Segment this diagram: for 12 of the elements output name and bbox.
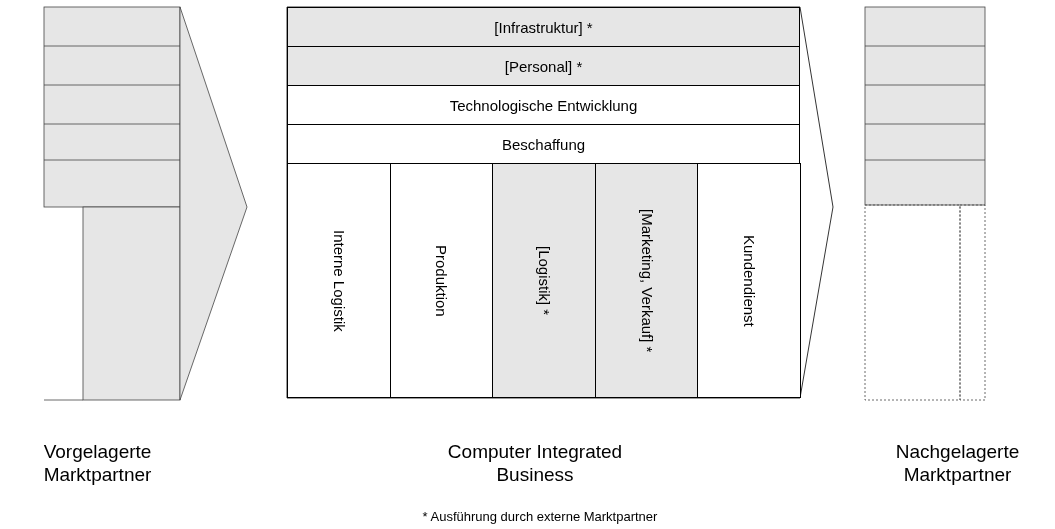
primary-activity-column: Interne Logistik	[287, 163, 391, 398]
primary-activity-column: Kundendienst	[697, 163, 801, 398]
support-activity-bar: [Infrastruktur] *	[287, 7, 800, 47]
footnote: * Ausführung durch externe Marktpartner	[421, 508, 659, 526]
support-activity-bar: Technologische Entwicklung	[287, 85, 800, 125]
support-activity-bar: [Personal] *	[287, 46, 800, 86]
node-label: Vorgelagerte Marktpartner	[42, 440, 153, 486]
support-activity-bar: Beschaffung	[287, 124, 800, 164]
primary-activity-column: [Logistik] *	[492, 163, 596, 398]
node-label: Nachgelagerte Marktpartner	[894, 440, 1021, 486]
primary-activity-column: [Marketing, Verkauf] *	[594, 163, 699, 398]
node-label: Computer Integrated Business	[446, 440, 624, 486]
